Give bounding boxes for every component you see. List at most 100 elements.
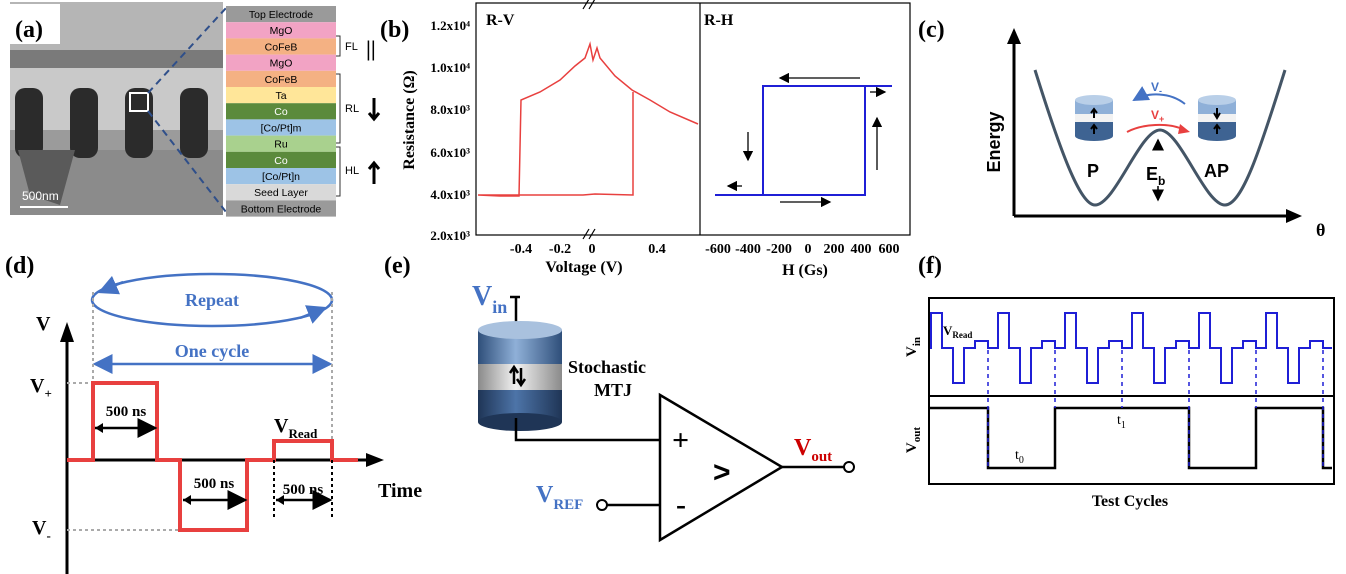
- xtick-l4: 0.4: [648, 242, 666, 257]
- fl-label: FL: [345, 41, 358, 53]
- layer-0: [226, 6, 336, 23]
- layer-7: [226, 119, 336, 136]
- panel-d: (d) V Time Repeat One cycle V+ V- VRead …: [5, 253, 422, 574]
- panel-c: (c) Energy θ P AP Eb: [918, 17, 1325, 240]
- layer-1: [226, 22, 336, 39]
- xtick-r6: 400: [851, 242, 872, 257]
- one-cycle-label: One cycle: [175, 341, 249, 361]
- xtick-r3: -200: [766, 242, 792, 257]
- layer-10: [226, 168, 336, 185]
- xtick-r4: 0: [805, 242, 812, 257]
- dur-3: 500 ns: [283, 482, 324, 498]
- layer-stack: Top ElectrodeMgOCoFeBMgOCoFeBTaCo[Co/Pt]…: [226, 6, 336, 217]
- e-comparator-sym: >: [713, 456, 731, 489]
- layer-4: [226, 70, 336, 87]
- e-minus: -: [676, 488, 686, 521]
- highlight-box: [129, 92, 149, 112]
- ytick-6: 1.2x10⁴: [430, 18, 470, 33]
- d-v-axis: V: [36, 313, 51, 335]
- layer-label-6: Co: [274, 106, 288, 118]
- layer-label-12: Bottom Electrode: [241, 203, 322, 215]
- xtick-l1: -0.4: [510, 242, 532, 257]
- layer-5: [226, 87, 336, 104]
- layer-6: [226, 103, 336, 120]
- panel-f: (f) Vin Vout VRead t0 t1 Test Cycles: [904, 253, 1335, 510]
- layer-12: [226, 200, 336, 217]
- panel-c-label: (c): [918, 17, 945, 43]
- v-minus-arrow: [1132, 86, 1186, 105]
- c-ylabel: Energy: [984, 111, 1004, 172]
- panel-e-label: (e): [384, 253, 411, 279]
- layer-label-1: MgO: [270, 25, 293, 37]
- f-ylabel-top: Vin: [904, 337, 923, 357]
- xtick-r1: -600: [705, 242, 731, 257]
- panel-e: (e) Vin Stochastic MTJ + - > VREF Vout: [384, 253, 855, 543]
- mtj-device-icon: [478, 321, 562, 431]
- layer-label-4: CoFeB: [265, 74, 298, 86]
- b-xlabel-right: H (Gs): [782, 262, 828, 279]
- e-vout: Vout: [794, 435, 832, 465]
- panel-b-label: (b): [380, 17, 409, 43]
- f-vread: VRead: [943, 323, 972, 340]
- rv-title: R-V: [486, 12, 515, 29]
- layer-label-11: Seed Layer: [254, 187, 308, 199]
- d-vplus: V+: [30, 375, 52, 401]
- rh-arrows: [726, 72, 887, 208]
- b-xlabel-left: Voltage (V): [545, 259, 622, 276]
- panel-f-label: (f): [918, 253, 942, 279]
- c-vminus: V-: [1151, 80, 1162, 96]
- cycle-dividers: [987, 342, 1324, 468]
- rl-label: RL: [345, 103, 359, 115]
- ytick-4: 8.0x10³: [430, 102, 470, 117]
- b-y-ticks: 2.0x10³ 4.0x10³ 6.0x10³ 8.0x10³ 1.0x10⁴ …: [430, 18, 470, 243]
- panel-a-label: (a): [15, 17, 43, 43]
- rh-loop: [715, 85, 892, 196]
- dur-2: 500 ns: [194, 476, 235, 492]
- f-t0: t0: [1015, 448, 1024, 466]
- comparator: [658, 392, 785, 543]
- layer-label-8: Ru: [274, 139, 288, 151]
- state-p-label: P: [1087, 161, 1099, 181]
- dur-1: 500 ns: [106, 404, 147, 420]
- vin-waveform: [930, 312, 1332, 384]
- layer-label-9: Co: [274, 155, 288, 167]
- p-state-mtj-icon: [1075, 95, 1113, 141]
- e-device-2: MTJ: [594, 380, 632, 400]
- svg-text:||: ||: [366, 36, 376, 61]
- layer-label-7: [Co/Pt]m: [261, 122, 302, 134]
- e-plus: +: [672, 424, 689, 457]
- ytick-2: 4.0x10³: [430, 187, 470, 202]
- d-vminus: V-: [32, 517, 51, 543]
- xtick-l2: -0.2: [549, 242, 571, 257]
- c-xlabel: θ: [1316, 220, 1325, 240]
- pulse-train: [67, 381, 358, 532]
- ytick-1: 2.0x10³: [430, 228, 470, 243]
- hl-label: HL: [345, 165, 359, 177]
- e-device-1: Stochastic: [568, 357, 646, 377]
- layer-9: [226, 151, 336, 168]
- layer-label-5: Ta: [275, 90, 286, 102]
- xtick-r7: 600: [879, 242, 900, 257]
- state-ap-label: AP: [1204, 161, 1229, 181]
- vout-waveform: [930, 406, 1332, 470]
- repeat-label: Repeat: [185, 290, 239, 310]
- xtick-r5: 200: [824, 242, 845, 257]
- panel-d-label: (d): [5, 253, 34, 279]
- layer-2: [226, 38, 336, 55]
- ap-state-mtj-icon: [1198, 95, 1236, 141]
- eb-label: Eb: [1146, 164, 1165, 188]
- layer-3: [226, 54, 336, 71]
- xtick-r2: -400: [735, 242, 761, 257]
- rh-title: R-H: [704, 12, 734, 29]
- e-vref: VREF: [536, 482, 583, 513]
- energy-curve: [1033, 69, 1287, 207]
- rv-curve: [477, 41, 699, 197]
- layer-11: [226, 184, 336, 201]
- panel-b: (b) R-V R-H 2.0x10³ 4.0x10³ 6.0x10³ 8.0x…: [380, 0, 911, 279]
- f-xlabel: Test Cycles: [1092, 493, 1168, 510]
- b-ylabel: Resistance (Ω): [401, 70, 418, 169]
- layer-8: [226, 135, 336, 152]
- f-t1: t1: [1117, 413, 1126, 431]
